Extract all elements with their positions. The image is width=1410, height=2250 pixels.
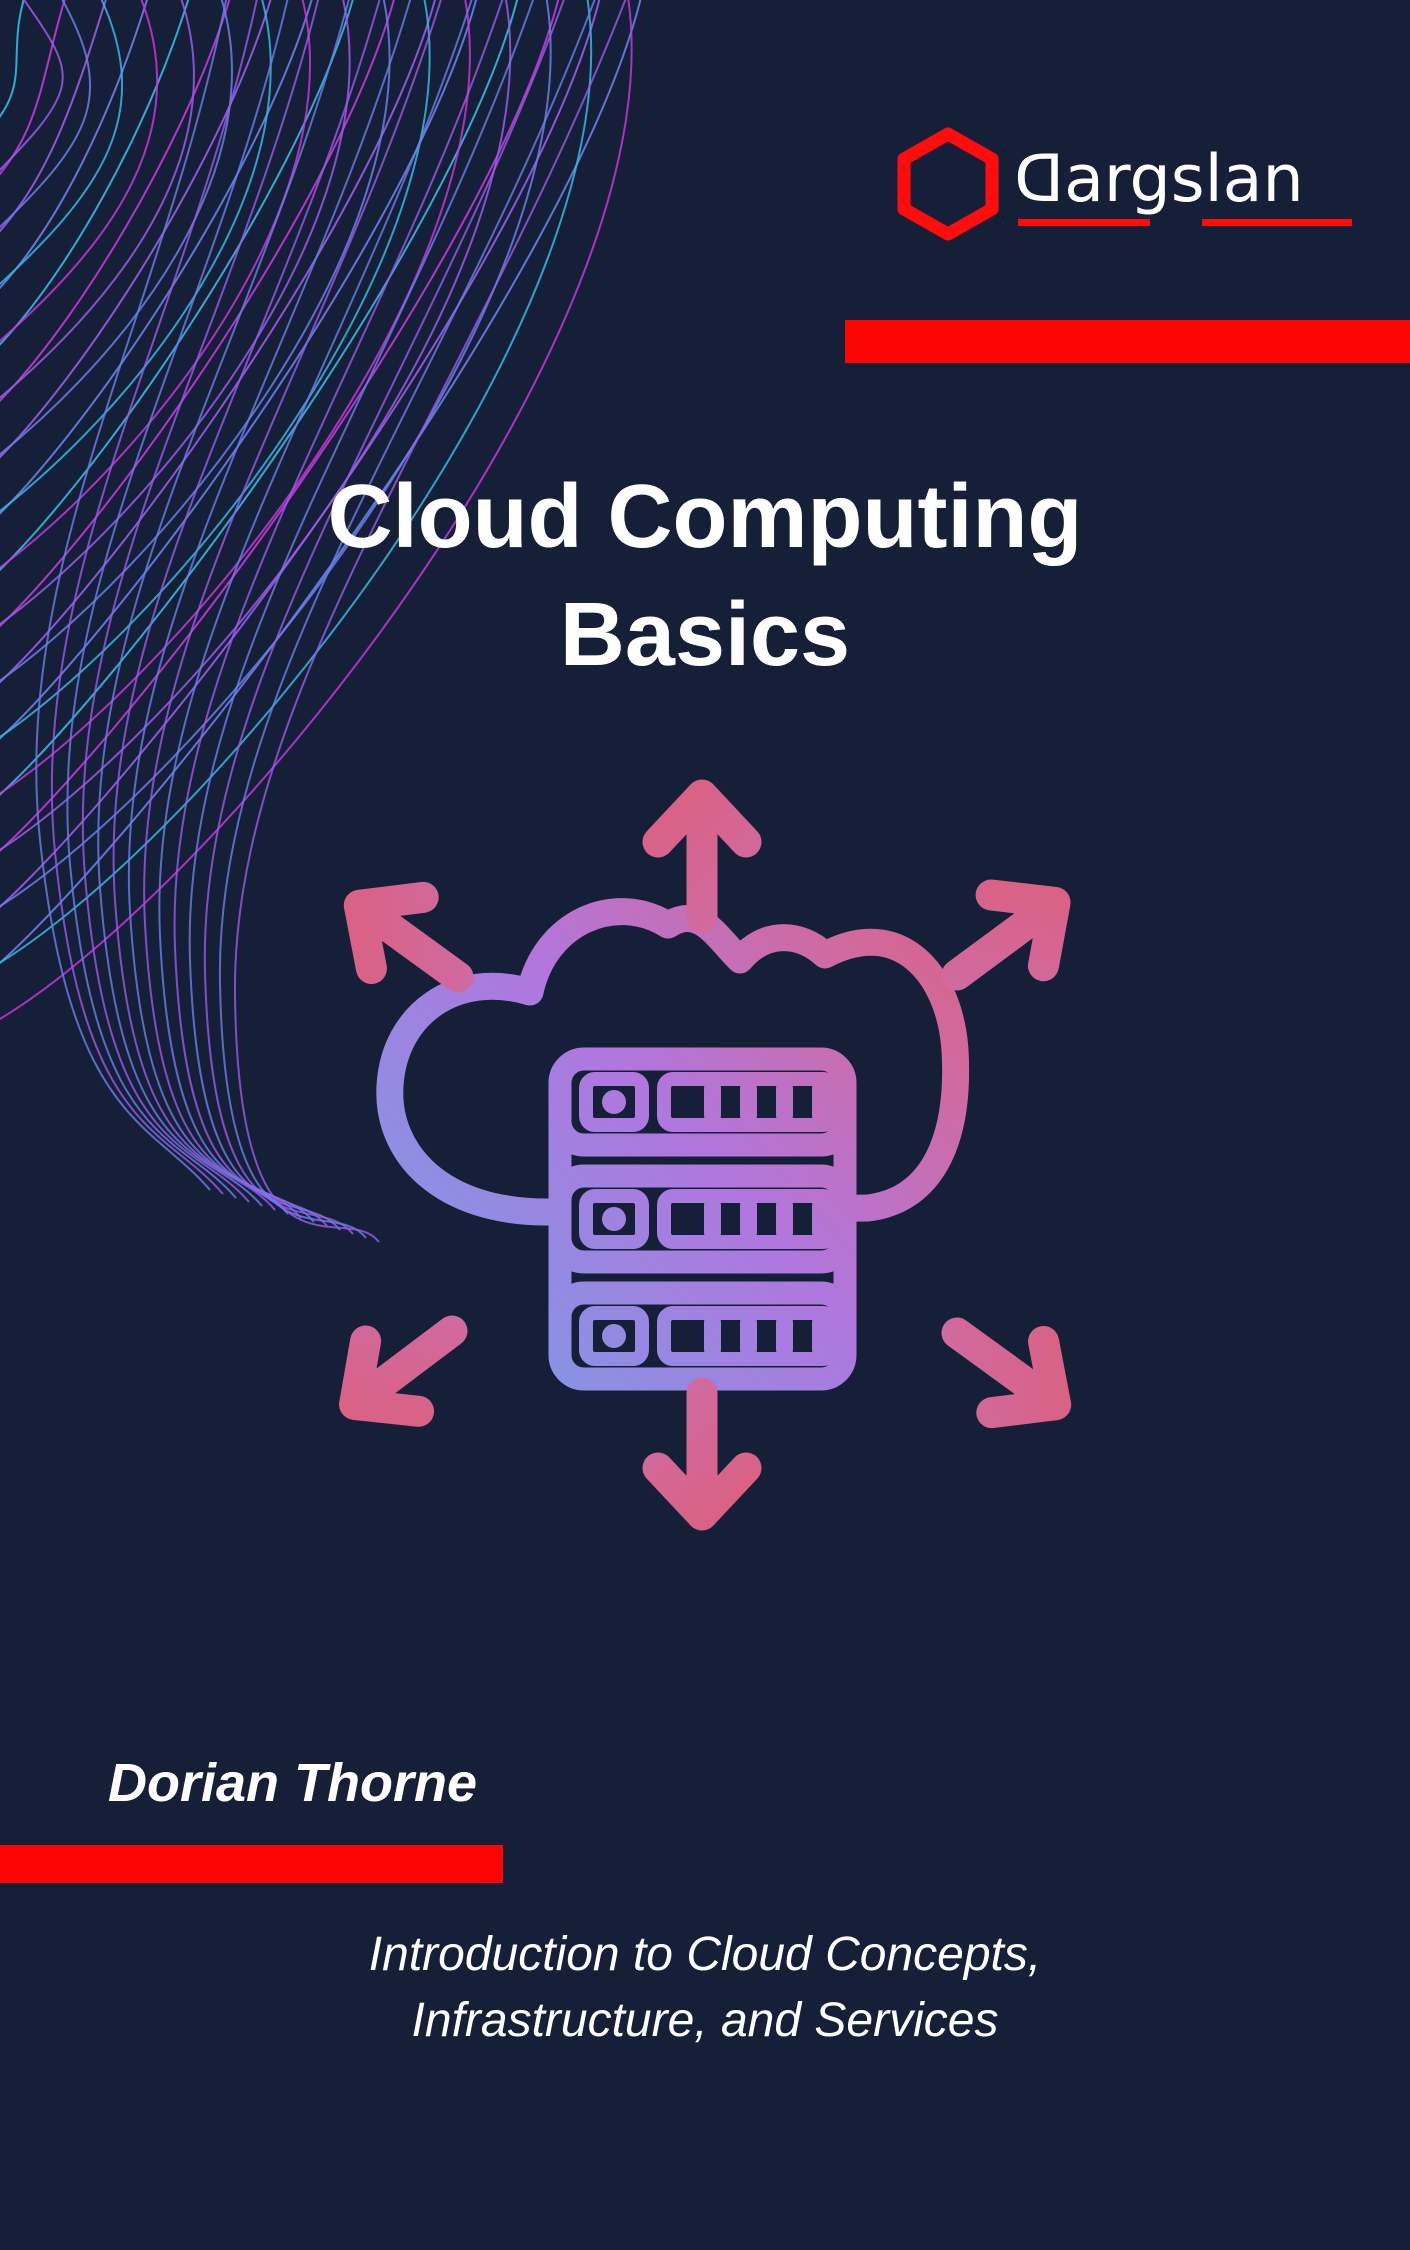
top-red-accent-bar xyxy=(845,320,1410,363)
book-title-line1: Cloud Computing xyxy=(327,467,1083,567)
book-subtitle-line2: Infrastructure, and Services xyxy=(411,1994,999,2047)
book-title-line2: Basics xyxy=(559,585,851,685)
server-rack-icon xyxy=(548,1164,857,1274)
book-subtitle: Introduction to Cloud Concepts, Infrastr… xyxy=(0,1922,1410,2054)
bottom-red-accent-bar xyxy=(0,1845,503,1883)
brand-logo: Dargslan xyxy=(890,120,1370,250)
server-rack-icon xyxy=(548,1281,857,1391)
arrow-up-icon xyxy=(642,779,762,933)
arrow-down-icon xyxy=(642,1377,762,1531)
book-title: Cloud Computing Basics xyxy=(0,458,1410,694)
logo-underline-left xyxy=(1018,219,1150,226)
hexagon-icon xyxy=(897,127,999,241)
brand-wordmark-first-letter: D xyxy=(1014,142,1065,217)
cloud-server-scaling-illustration xyxy=(339,779,1072,1531)
logo-underline-right xyxy=(1202,219,1352,226)
server-rack-icon xyxy=(548,1047,857,1157)
author-name: Dorian Thorne xyxy=(108,1753,478,1813)
server-rack-stack xyxy=(548,1047,857,1391)
arrow-up-left-icon xyxy=(343,881,474,993)
arrow-down-right-icon xyxy=(941,1317,1072,1429)
brand-wordmark: Dargslan xyxy=(1014,142,1304,217)
book-subtitle-line1: Introduction to Cloud Concepts, xyxy=(368,1928,1042,1981)
brand-wordmark-rest: argslan xyxy=(1064,142,1304,217)
arrow-up-right-icon xyxy=(941,879,1071,991)
arrow-down-left-icon xyxy=(339,1315,468,1427)
